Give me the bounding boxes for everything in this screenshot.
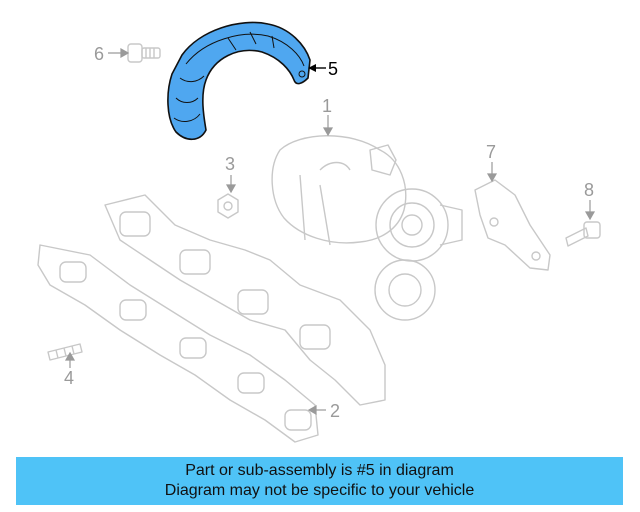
part-3-nut[interactable] xyxy=(217,193,239,219)
banner-line-part-number: Part or sub-assembly is #5 in diagram xyxy=(185,462,454,479)
callout-3-arrowhead xyxy=(225,184,237,194)
callout-4-arrowhead xyxy=(64,351,76,361)
callout-label-6[interactable]: 6 xyxy=(94,44,104,64)
callout-label-8[interactable]: 8 xyxy=(584,180,594,200)
banner-line-disclaimer: Diagram may not be specific to your vehi… xyxy=(164,482,475,499)
callout-label-2[interactable]: 2 xyxy=(330,401,340,421)
callout-5-arrowhead xyxy=(308,64,316,72)
part-1-turbocharger[interactable] xyxy=(271,135,463,321)
callout-label-4[interactable]: 4 xyxy=(64,368,74,388)
part-8-bolt[interactable] xyxy=(565,221,601,247)
callout-label-7[interactable]: 7 xyxy=(486,142,496,162)
part-2-gasket[interactable] xyxy=(37,244,319,443)
part-4-stud[interactable] xyxy=(47,343,83,361)
info-banner: Part or sub-assembly is #5 in diagram Di… xyxy=(16,457,623,505)
part-5-heat-shield[interactable] xyxy=(167,21,311,141)
part-7-bracket[interactable] xyxy=(474,179,551,271)
part-6-bolt[interactable] xyxy=(127,43,161,63)
callout-7-arrowhead xyxy=(486,173,498,183)
callout-1-arrowhead xyxy=(322,127,334,137)
callout-label-1[interactable]: 1 xyxy=(322,96,332,116)
callout-8-arrowhead xyxy=(584,211,596,221)
callout-2-arrowhead xyxy=(307,404,317,416)
exhaust-manifold[interactable] xyxy=(104,194,386,406)
callout-6-arrowhead xyxy=(120,47,130,59)
callout-label-3[interactable]: 3 xyxy=(225,154,235,174)
parts-diagram: 6 5 1 3 7 8 4 2 xyxy=(37,21,601,443)
callout-label-5[interactable]: 5 xyxy=(328,59,338,79)
